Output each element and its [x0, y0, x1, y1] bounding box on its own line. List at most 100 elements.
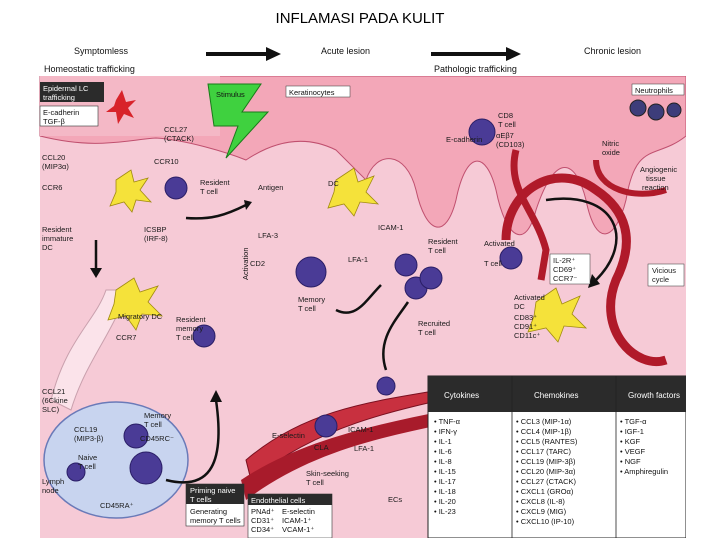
slide-title: INFLAMASI PADA KULIT [275, 10, 445, 27]
resident-memory-t-cell [192, 324, 216, 348]
skin-seeking-line2: T cell [306, 478, 324, 487]
cytokine-item: • IL-8 [434, 457, 452, 466]
nitric-oxide-line2: oxide [602, 148, 620, 157]
resident-dc-line2: immature [42, 234, 73, 243]
cla-label: CLA [314, 443, 329, 452]
resident-t-top-line2: T cell [200, 187, 218, 196]
cytokine-item: • IFN-γ [434, 427, 457, 436]
activated-t-line2: T cell [484, 259, 502, 268]
il2r-line2: CD69⁺ [553, 265, 576, 274]
growth-factors-column: • TGF-α• IGF-1• KGF• VEGF• NGF• Amphireg… [620, 417, 668, 476]
table-header-growth: Growth factors [628, 391, 680, 400]
ccl27-line2: (CTACK) [164, 134, 194, 143]
stage-acute: Acute lesion [321, 46, 370, 56]
recruited-t-line1: Recruited [418, 319, 450, 328]
cd83-line1: CD83⁺ [514, 313, 537, 322]
dc-label: DC [328, 179, 339, 188]
vessel-loop-mid [510, 149, 550, 281]
dc-cell-center [327, 167, 380, 217]
growth-factor-item: • IGF-1 [620, 427, 644, 436]
il2r-line3: CCR7⁻ [553, 274, 577, 283]
ccl27-line1: CCL27 [164, 125, 187, 134]
cytokine-item: • IL-23 [434, 507, 456, 516]
chemokine-item: • CCL3 (MIP-1α) [516, 417, 572, 426]
arrow-node-skin [165, 399, 220, 484]
growth-factor-item: • NGF [620, 457, 641, 466]
resident-memory-line2: memory [176, 324, 203, 333]
lymph-node-line1: Lymph [42, 477, 64, 486]
activated-t-cell [499, 246, 523, 270]
vicious-line2: cycle [652, 275, 669, 284]
stage-symptomless: Symptomless [74, 46, 129, 56]
cytokine-item: • TNF-α [434, 417, 461, 426]
aeb7-line1: αEβ7 [496, 131, 514, 140]
migratory-dc-label: Migratory DC [118, 312, 163, 321]
ecadherin-right-label: E-cadherin [446, 135, 482, 144]
arrow-memory-recruit [335, 284, 382, 314]
naive-t-line1: Naive [78, 453, 97, 462]
priming-line3: Generating [190, 507, 227, 516]
endo-left-3: CD34⁺ [251, 525, 274, 534]
endo-right-1: E-selectin [282, 507, 315, 516]
cd2-label: CD2 [250, 259, 265, 268]
tgf-label: TGF-β [43, 117, 65, 126]
vessel-loop-top [593, 159, 667, 197]
vicious-cycle-box [647, 263, 685, 287]
priming-box-header [186, 484, 244, 504]
ccr6-label: CCR6 [42, 183, 62, 192]
lymph-node [43, 401, 189, 519]
progression-arrow-1 [206, 47, 281, 61]
activated-t-cell-node [129, 451, 163, 485]
epidermal-lc-line1: Epidermal LC [43, 84, 89, 93]
header-band [36, 40, 686, 76]
chemokine-item: • CCL27 (CTACK) [516, 477, 576, 486]
stage-pathologic: Pathologic trafficking [434, 64, 517, 74]
ccl21-line3: SLC) [42, 405, 60, 414]
keratinocytes-label: Keratinocytes [289, 88, 335, 97]
cd45rc-label: CD45RC⁻ [140, 434, 174, 443]
ccl21-line1: CCL21 [42, 387, 65, 396]
neutrophils-label: Neutrophils [635, 86, 673, 95]
activated-dc-line2: DC [514, 302, 525, 311]
ccl19-line2: (MIP3-β) [74, 434, 104, 443]
arrow-vessel-recruit [382, 301, 410, 371]
ccl20-line2: (MIP3α) [42, 162, 69, 171]
chemokine-item: • CCL17 (TARC) [516, 447, 571, 456]
resident-t-top-line1: Resident [200, 178, 231, 187]
arrowhead-2 [90, 268, 102, 278]
neutrophils-box [631, 83, 685, 96]
stage-chronic: Chronic lesion [584, 46, 641, 56]
ccr10-label: CCR10 [154, 157, 179, 166]
endothelial-label: Endothelial cells [251, 496, 305, 505]
skin-inflammation-diagram: Symptomless Homeostatic trafficking Acut… [36, 40, 686, 538]
growth-factor-item: • TGF-α [620, 417, 647, 426]
keratinocytes-box [285, 85, 351, 98]
cd8-line2: T cell [498, 120, 516, 129]
priming-line2: T cells [190, 495, 212, 504]
recruited-t-cell-2 [419, 266, 443, 290]
vessel-loop-right [501, 173, 668, 366]
memory-t-line2: T cell [298, 304, 316, 313]
ecs-label: ECs [388, 495, 402, 504]
angiogenic-line2: tissue [646, 174, 666, 183]
chemokine-item: • CCL5 (RANTES) [516, 437, 578, 446]
lc-cell-epidermis [106, 90, 136, 124]
endo-left-2: CD31⁺ [251, 516, 274, 525]
chemokine-item: • CXCL8 (IL-8) [516, 497, 565, 506]
recruited-t-line2: T cell [418, 328, 436, 337]
memory-t-cell-node [123, 423, 149, 449]
cytokine-item: • IL-20 [434, 497, 456, 506]
arrowhead-3 [210, 390, 222, 402]
vicious-line1: Vicious [652, 266, 676, 275]
table-header-cytokines: Cytokines [444, 391, 479, 400]
chemokine-item: • CCL20 (MIP-3α) [516, 467, 576, 476]
arrowhead-4 [588, 274, 600, 288]
skin-seeking-t-cell-2 [376, 376, 396, 396]
lymph-node-line2: node [42, 486, 59, 495]
resident-dc-cell [109, 169, 153, 213]
priming-line1: Priming naive [190, 486, 235, 495]
endo-right-2: ICAM-1⁺ [282, 516, 311, 525]
angiogenic-line3: reaction [642, 183, 669, 192]
cytokine-item: • IL-18 [434, 487, 456, 496]
migratory-dc-cell [107, 277, 164, 331]
